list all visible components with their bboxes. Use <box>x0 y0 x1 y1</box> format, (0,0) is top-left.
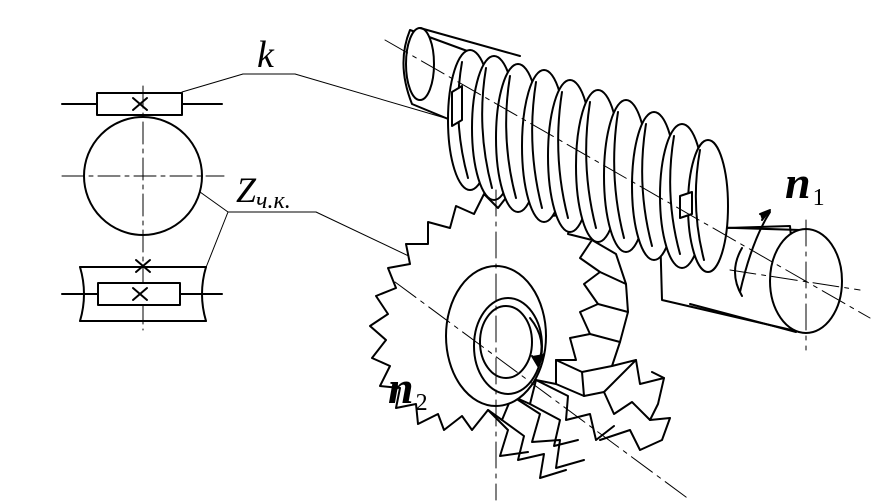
label-z-worm-starts: Zч.к. <box>236 170 291 214</box>
axis-lines <box>384 39 871 501</box>
schematic-symbol <box>61 85 225 331</box>
label-k: k <box>257 34 274 76</box>
label-n1: n1 <box>785 157 825 212</box>
label-n2: n2 <box>388 362 428 417</box>
leader-k <box>181 73 446 119</box>
worm-shaft <box>402 27 843 334</box>
worm-wheel <box>369 189 671 479</box>
